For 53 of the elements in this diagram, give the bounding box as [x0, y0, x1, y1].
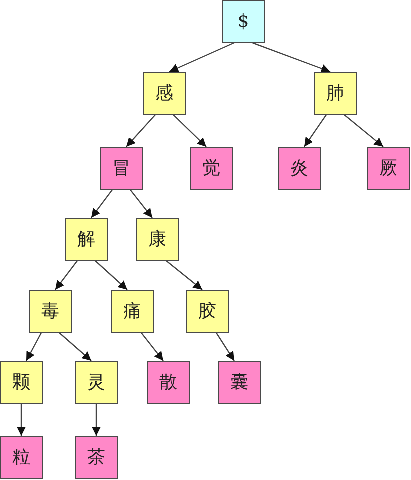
trie-node — [190, 147, 233, 190]
node-char: $ — [238, 12, 250, 30]
node-char: 康 — [148, 230, 166, 248]
arrow — [141, 332, 164, 362]
arrow — [17, 404, 26, 436]
arrow — [92, 404, 101, 436]
arrow — [91, 190, 113, 218]
trie-node — [278, 147, 321, 190]
arrow — [252, 42, 331, 74]
trie-node — [143, 72, 186, 115]
trie-node — [222, 0, 265, 43]
node-char: 茶 — [88, 448, 106, 466]
node-char: 冒 — [112, 160, 130, 178]
node-char: 灵 — [88, 374, 106, 392]
trie-node — [186, 290, 229, 333]
node-char: 解 — [78, 230, 96, 248]
node-char: 毒 — [42, 302, 60, 320]
node-char: 炎 — [290, 160, 308, 178]
arrow — [304, 114, 327, 148]
trie-node — [314, 72, 357, 115]
arrow — [169, 42, 235, 73]
node-char: 痛 — [124, 302, 142, 320]
trie-node — [29, 290, 72, 333]
node-char: 散 — [160, 374, 178, 392]
arrow — [26, 332, 42, 362]
arrow — [173, 114, 207, 148]
node-char: 觉 — [202, 160, 220, 178]
trie-node — [75, 436, 118, 479]
trie-node — [0, 436, 43, 479]
trie-node — [0, 361, 43, 404]
node-char: 厥 — [380, 160, 398, 178]
trie-node — [218, 361, 261, 404]
trie-node — [111, 290, 154, 333]
node-char: 感 — [156, 84, 174, 102]
trie-node — [75, 361, 118, 404]
arrow — [95, 260, 128, 290]
trie-node — [100, 147, 143, 190]
node-char: 肺 — [326, 84, 344, 102]
trie-node — [136, 218, 179, 261]
trie-node — [147, 361, 190, 404]
arrow — [55, 260, 78, 290]
trie-node — [65, 218, 108, 261]
trie-node — [367, 147, 410, 190]
arrow — [344, 114, 384, 148]
arrow — [126, 114, 156, 148]
arrow — [166, 260, 203, 290]
node-char: 颗 — [12, 374, 30, 392]
arrow — [130, 190, 153, 218]
node-char: 囊 — [230, 374, 248, 392]
node-char: 粒 — [12, 448, 30, 466]
node-char: 胶 — [198, 302, 216, 320]
arrow — [216, 332, 235, 362]
arrow — [59, 332, 92, 362]
